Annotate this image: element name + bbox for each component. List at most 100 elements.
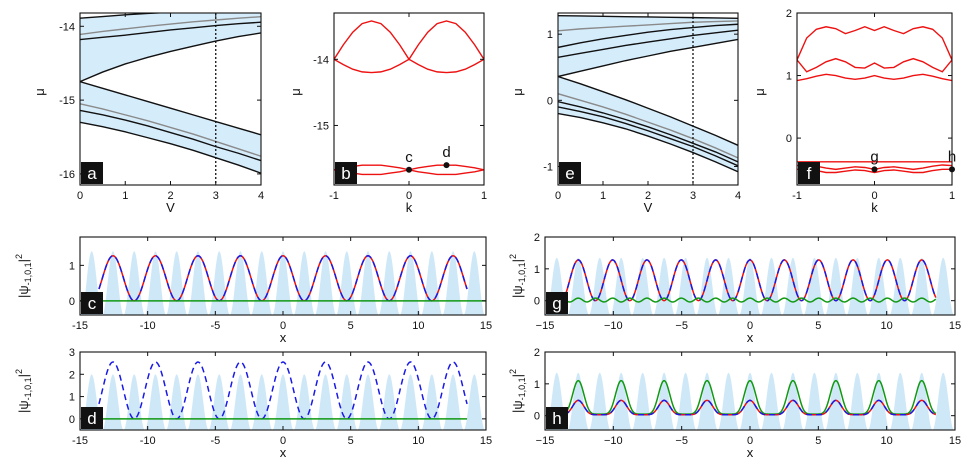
state-point-d bbox=[443, 162, 450, 169]
series-line-g-2 bbox=[563, 297, 937, 303]
x-tick-label: 1 bbox=[122, 190, 128, 202]
plot-area-e bbox=[558, 13, 738, 185]
panel-label-box bbox=[559, 162, 581, 184]
x-tick-label: −15 bbox=[536, 320, 555, 332]
series-line-e-2 bbox=[558, 23, 738, 49]
y-axis-label-sub: -1,0,1 bbox=[517, 262, 527, 285]
y-tick-label: 2 bbox=[786, 8, 792, 20]
x-tick-label: 3 bbox=[213, 190, 219, 202]
y-tick-label: -15 bbox=[313, 120, 329, 132]
y-axis-label-sub: -1,0,1 bbox=[517, 377, 527, 400]
y-axis-label: μ bbox=[32, 88, 47, 96]
x-tick-label: 0 bbox=[280, 435, 286, 447]
y-axis-label: μ bbox=[288, 88, 303, 96]
x-tick-label: 0 bbox=[406, 190, 412, 202]
panel-label: e bbox=[565, 164, 574, 183]
y-tick-label: 0 bbox=[786, 133, 792, 145]
x-tick-label: 15 bbox=[480, 320, 492, 332]
x-tick-label: 0 bbox=[871, 190, 877, 202]
series-line-a-0 bbox=[80, 13, 170, 19]
plot-area-f bbox=[797, 26, 952, 174]
lattice-potential bbox=[545, 257, 955, 315]
y-axis-label: μ bbox=[510, 88, 525, 96]
panel-label: c bbox=[88, 294, 97, 313]
x-tick-label: -1 bbox=[329, 190, 339, 202]
lattice-potential bbox=[545, 372, 955, 430]
panel-label: f bbox=[807, 164, 812, 183]
y-axis-label: μ bbox=[752, 88, 767, 96]
x-tick-label: 4 bbox=[258, 190, 264, 202]
y-axis-label-base: |ψ bbox=[16, 285, 31, 298]
panel-label-box bbox=[335, 162, 357, 184]
y-tick-label: 1 bbox=[534, 264, 540, 276]
y-axis-label-base: |ψ bbox=[16, 400, 31, 413]
y-axis-label-tail: | bbox=[510, 374, 525, 377]
y-tick-label: 2 bbox=[534, 347, 540, 359]
y-tick-label: 1 bbox=[69, 392, 75, 404]
x-tick-label: 5 bbox=[348, 320, 354, 332]
plot-area-d bbox=[80, 361, 486, 430]
x-tick-label: 15 bbox=[949, 435, 961, 447]
x-tick-label: 0 bbox=[555, 190, 561, 202]
x-axis-label: x bbox=[280, 330, 287, 345]
y-tick-label: 0 bbox=[69, 296, 75, 308]
x-tick-label: -1 bbox=[792, 190, 802, 202]
x-tick-label: 2 bbox=[645, 190, 651, 202]
x-axis-label: k bbox=[406, 200, 413, 215]
x-tick-label: 5 bbox=[815, 435, 821, 447]
y-axis-label-tail: | bbox=[16, 374, 31, 377]
series-line-g-1 bbox=[563, 259, 937, 302]
y-axis-label-sup: 2 bbox=[508, 254, 518, 259]
plot-area-c bbox=[80, 251, 486, 315]
series-line-e-5 bbox=[558, 75, 738, 146]
series-line-c-0 bbox=[98, 255, 468, 302]
series-line-f-0 bbox=[797, 26, 952, 61]
y-axis-label-sub: -1,0,1 bbox=[23, 262, 33, 285]
x-axis-label: k bbox=[871, 200, 878, 215]
y-tick-label: -14 bbox=[313, 54, 329, 66]
x-axis-label: V bbox=[644, 200, 653, 215]
y-tick-label: 1 bbox=[786, 71, 792, 83]
panel-label-box bbox=[798, 162, 820, 184]
series-line-f-1 bbox=[797, 57, 952, 73]
x-tick-label: −10 bbox=[604, 320, 623, 332]
x-tick-label: 1 bbox=[949, 190, 955, 202]
state-point-g bbox=[871, 166, 878, 173]
y-axis-label: |ψ-1,0,1|2 bbox=[14, 369, 33, 413]
y-axis-label: |ψ-1,0,1|2 bbox=[508, 369, 527, 413]
panel-label-box bbox=[81, 407, 103, 429]
x-tick-label: 15 bbox=[949, 320, 961, 332]
y-tick-label: 1 bbox=[69, 260, 75, 272]
x-tick-label: 0 bbox=[747, 435, 753, 447]
series-line-a-5 bbox=[80, 103, 261, 157]
x-tick-label: 0 bbox=[280, 320, 286, 332]
plot-area-g bbox=[545, 257, 955, 315]
x-tick-label: 10 bbox=[412, 320, 424, 332]
x-tick-label: 15 bbox=[480, 435, 492, 447]
panel-label-box bbox=[546, 407, 568, 429]
x-tick-label: 5 bbox=[348, 435, 354, 447]
x-tick-label: 5 bbox=[815, 320, 821, 332]
x-axis-label: V bbox=[166, 200, 175, 215]
series-line-a-1 bbox=[80, 15, 261, 36]
y-axis-label: |ψ-1,0,1|2 bbox=[14, 254, 33, 298]
plot-area-h bbox=[545, 372, 955, 430]
lattice-potential bbox=[80, 251, 486, 315]
lattice-potential bbox=[80, 374, 486, 430]
series-line-e-7 bbox=[558, 100, 738, 163]
state-point-label: c bbox=[405, 149, 413, 166]
y-axis-label-tail: | bbox=[16, 259, 31, 262]
series-line-a-3 bbox=[80, 32, 261, 83]
y-tick-label: 0 bbox=[534, 296, 540, 308]
y-tick-label: -16 bbox=[59, 169, 75, 181]
panel-label: d bbox=[87, 409, 96, 428]
x-tick-label: −15 bbox=[536, 435, 555, 447]
x-tick-label: 3 bbox=[690, 190, 696, 202]
